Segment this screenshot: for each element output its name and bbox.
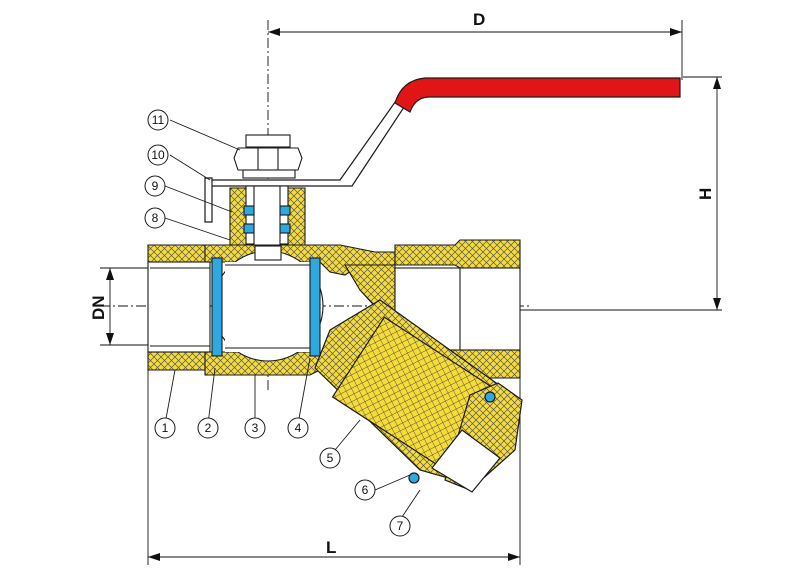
svg-text:10: 10 [151, 148, 165, 162]
callout-8: 8 [144, 207, 166, 229]
svg-text:2: 2 [205, 421, 212, 435]
dim-label-l: L [326, 538, 336, 557]
svg-text:9: 9 [152, 179, 159, 193]
svg-text:11: 11 [152, 113, 165, 127]
callout-5: 5 [319, 447, 341, 469]
svg-text:3: 3 [252, 421, 259, 435]
stem-nut [233, 134, 303, 179]
dimension-arrows [106, 28, 721, 561]
valve-body [147, 239, 521, 379]
callout-6: 6 [354, 479, 376, 501]
callout-9: 9 [144, 175, 166, 197]
callout-3: 3 [244, 417, 266, 439]
leader-lines [164, 119, 421, 521]
callout-11: 11 [147, 109, 169, 131]
svg-text:4: 4 [295, 421, 302, 435]
dim-label-d: D [473, 10, 485, 29]
bonnet [229, 185, 306, 255]
ball-assembly [211, 245, 324, 362]
callout-2: 2 [197, 417, 219, 439]
dim-label-dn: DN [89, 295, 108, 320]
strainer-leg [314, 299, 523, 493]
lever-handle [204, 77, 681, 223]
dimension-lines [100, 20, 722, 565]
callout-7: 7 [389, 515, 411, 537]
svg-text:6: 6 [362, 483, 369, 497]
callout-10: 10 [147, 144, 169, 166]
svg-text:1: 1 [162, 421, 169, 435]
callout-4: 4 [287, 417, 309, 439]
svg-text:7: 7 [397, 519, 404, 533]
svg-text:8: 8 [152, 211, 159, 225]
svg-text:5: 5 [327, 451, 334, 465]
dim-label-h: H [696, 188, 715, 200]
callout-1: 1 [154, 417, 176, 439]
